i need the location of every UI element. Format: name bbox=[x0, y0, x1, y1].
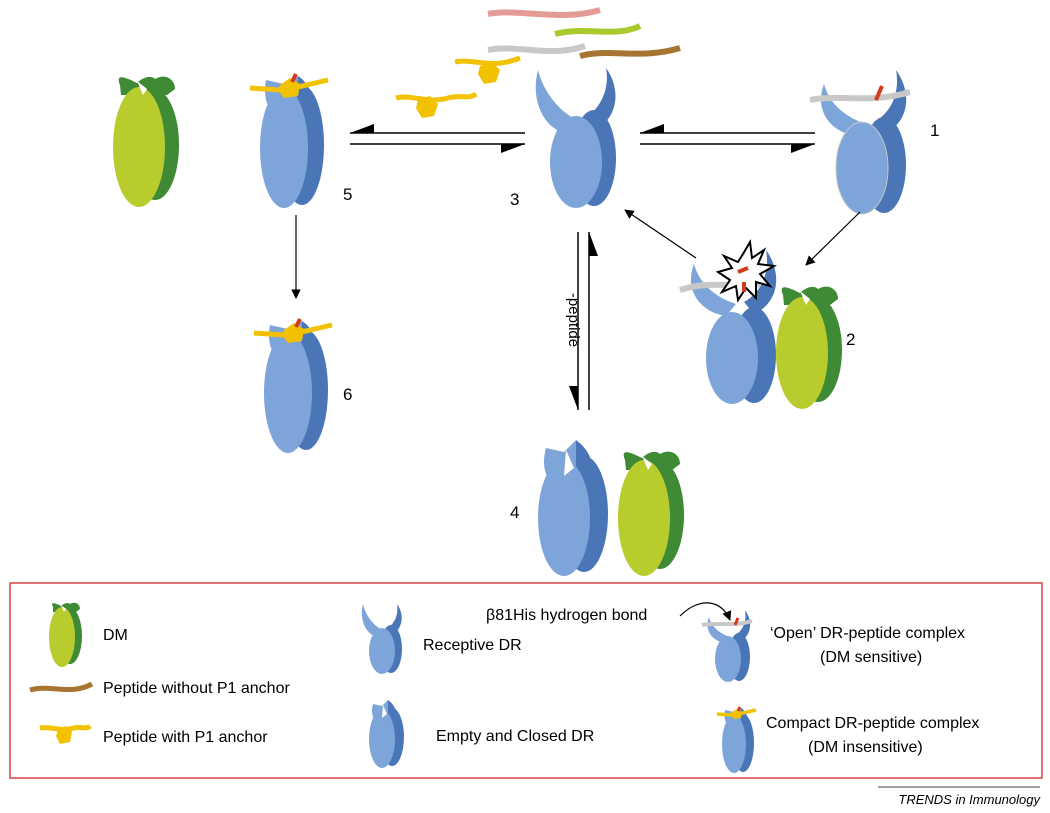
legend-hbond-label: β81His hydrogen bond bbox=[486, 607, 647, 624]
hbond-disruption-burst-icon bbox=[715, 238, 778, 303]
state-4-empty-dr-dm bbox=[538, 440, 684, 576]
state-5-compact-complex bbox=[249, 73, 329, 208]
state-4-label: 4 bbox=[510, 503, 519, 522]
legend-peptide-anchor-icon bbox=[39, 723, 92, 744]
legend-dm-label: DM bbox=[103, 627, 128, 644]
legend-compact-complex-icon bbox=[716, 706, 757, 773]
state-2-label: 2 bbox=[846, 330, 855, 349]
arrow-1-to-2 bbox=[805, 211, 861, 266]
legend-compact-complex-label: Compact DR-peptide complex bbox=[766, 715, 979, 732]
equilibrium-1-3 bbox=[640, 124, 815, 153]
legend-box bbox=[9, 582, 1043, 779]
legend-peptide-no-anchor-label: Peptide without P1 anchor bbox=[103, 680, 290, 697]
footer-source: TRENDS in Immunology bbox=[898, 792, 1041, 807]
state-1-label: 1 bbox=[930, 121, 939, 140]
legend-open-complex-label: ‘Open’ DR-peptide complex bbox=[770, 625, 965, 642]
legend-open-complex-note: (DM sensitive) bbox=[820, 649, 922, 666]
legend-dm-icon bbox=[49, 602, 82, 667]
legend-receptive-dr-icon bbox=[361, 604, 402, 674]
state-3-receptive-dr bbox=[535, 68, 616, 208]
legend-peptide-no-anchor-icon bbox=[29, 681, 94, 693]
peptide-release-label: -peptide bbox=[565, 293, 582, 347]
legend-empty-closed-dr-icon bbox=[369, 700, 404, 768]
legend-receptive-dr-label: Receptive DR bbox=[423, 637, 522, 654]
state-6-label: 6 bbox=[343, 385, 352, 404]
equilibrium-3-4 bbox=[569, 232, 598, 410]
state-3-label: 3 bbox=[510, 190, 519, 209]
legend-open-complex-icon bbox=[701, 610, 753, 682]
dm-molecule-free bbox=[113, 76, 179, 207]
footer-source-prefix: TRENDS bbox=[898, 792, 952, 807]
state-1-open-complex bbox=[809, 70, 911, 215]
legend-compact-complex-note: (DM insensitive) bbox=[808, 739, 923, 756]
legend-hbond-arrow bbox=[679, 602, 732, 621]
state-6-compact-complex bbox=[253, 318, 333, 453]
free-peptides bbox=[395, 7, 681, 118]
equilibrium-3-5 bbox=[350, 124, 525, 153]
state-2-dr-dm-complex bbox=[679, 238, 842, 409]
footer-source-suffix: in Immunology bbox=[952, 792, 1042, 807]
legend-peptide-anchor-label: Peptide with P1 anchor bbox=[103, 729, 268, 746]
arrow-2-to-3 bbox=[624, 209, 697, 259]
state-5-label: 5 bbox=[343, 185, 352, 204]
legend-empty-closed-dr-label: Empty and Closed DR bbox=[436, 728, 594, 745]
